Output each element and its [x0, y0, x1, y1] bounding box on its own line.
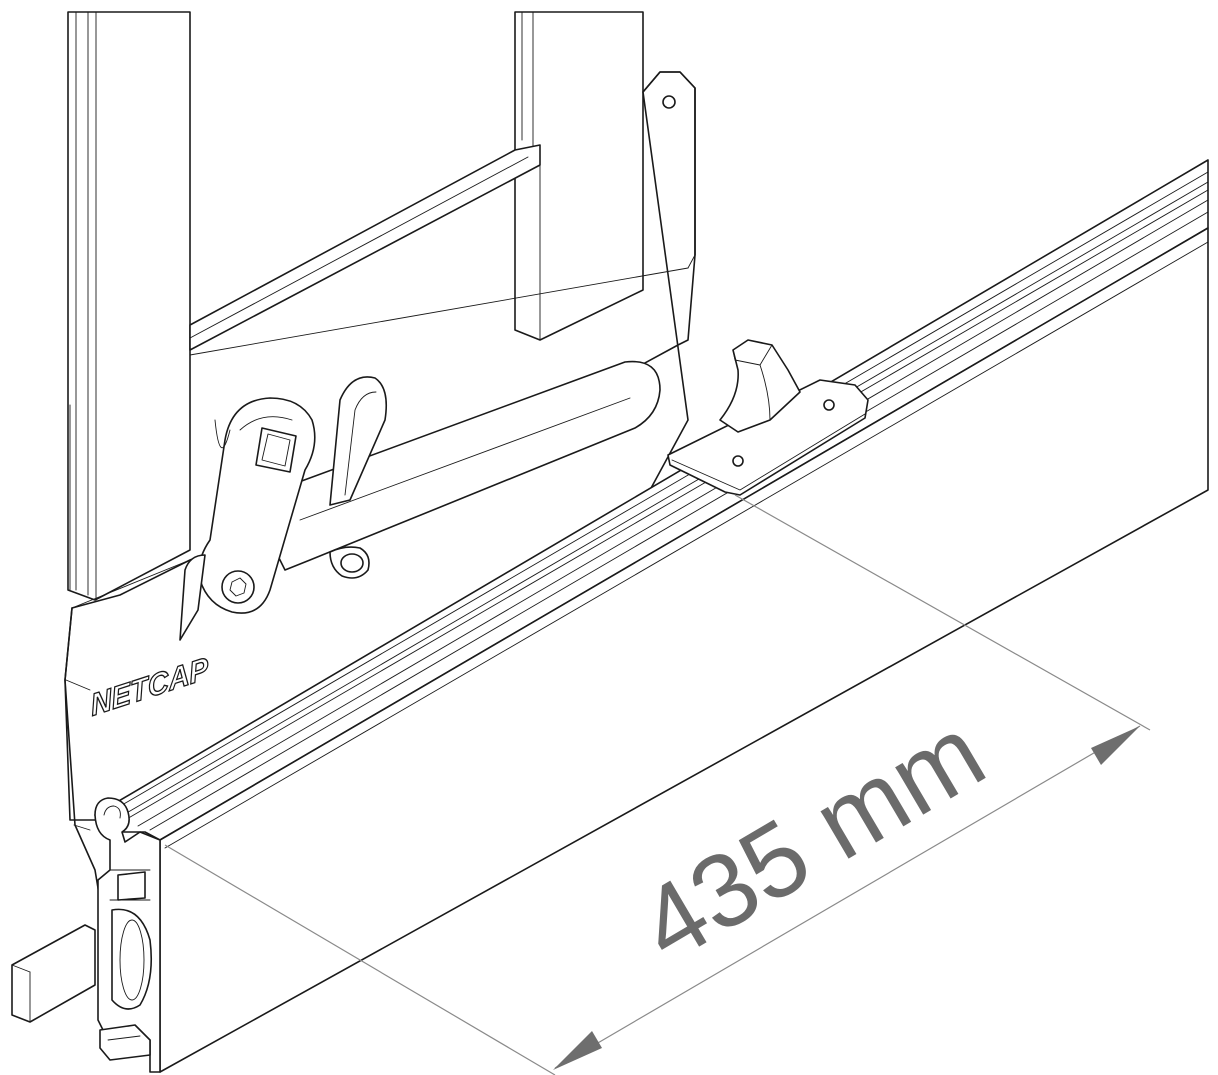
frame-uprights — [67, 11, 644, 601]
dimension-arrow-right-icon — [1091, 726, 1140, 765]
dimension-arrow-left-icon — [553, 1031, 602, 1070]
screw-hole-icon — [732, 455, 744, 467]
hex-screw-icon — [221, 570, 255, 604]
lever-arm — [249, 360, 661, 579]
rail-keeper — [667, 339, 869, 496]
cam-link — [179, 397, 316, 641]
base-rail — [94, 159, 1209, 1073]
screw-hole-icon — [823, 399, 835, 411]
mount-hole-icon — [662, 95, 676, 109]
square-drive-icon — [255, 427, 297, 473]
foot-bar — [11, 924, 96, 1023]
hook-latch — [329, 376, 388, 506]
